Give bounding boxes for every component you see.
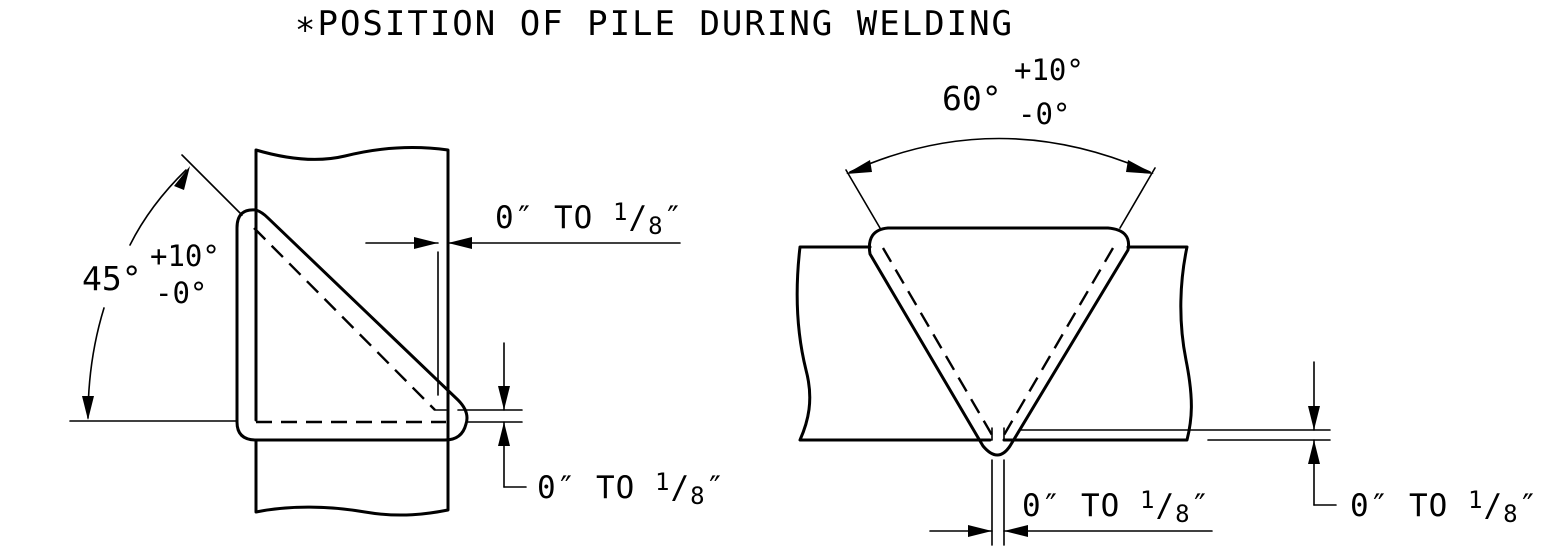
left-angle-arc-upper [129,169,187,246]
right-root-gap-text: 0″ TO [1022,488,1140,524]
right-weld-root-left [881,247,994,436]
right-angle-arrow-left [846,160,872,174]
right-side-gap-inch: ″ [1519,488,1539,524]
right-side-gap-arrow-up [1308,440,1320,464]
left-bottom-gap-text: 0″ TO [537,470,655,506]
left-bottom-gap-label: 0″ TO 1/8″ [537,468,725,510]
left-bottom-gap-arrow-down [498,386,510,410]
left-bottom-gap-den: 8 [690,482,705,510]
right-angle-arc [849,137,1151,173]
left-angle-plus-tol: +10° [150,239,220,273]
left-pile-lower-outline [254,438,450,517]
right-side-gap-slash: / [1483,488,1503,524]
left-pile-upper-outline [254,146,450,442]
left-bottom-gap-slash: / [670,470,690,506]
right-root-gap-num: 1 [1140,486,1155,514]
right-root-gap-inch: ″ [1191,488,1211,524]
right-side-gap-label: 0″ TO 1/8″ [1350,486,1538,528]
left-weld-root-diagonal [253,227,436,411]
right-root-gap-den: 8 [1175,500,1190,528]
right-angle-plus-tol: +10° [1014,53,1084,87]
left-bottom-gap-arrow-up [498,422,510,446]
right-angle-ext-right [1119,167,1156,229]
right-root-gap-arrow-left [1004,525,1028,537]
right-root-gap-arrow-right [968,525,992,537]
left-top-gap-num: 1 [613,198,628,226]
right-angle-arrow-right [1126,160,1154,174]
right-plate-left-outline [795,245,992,442]
left-angle-arrow-down [82,396,94,420]
right-root-gap-label: 0″ TO 1/8″ [1022,486,1210,528]
left-top-gap-label: 0″ TO 1/8″ [495,198,683,240]
left-top-gap-inch: ″ [664,200,684,236]
right-angle-ext-left [845,169,881,229]
right-angle-base: 60° [942,79,1002,118]
left-angle-extension-line [181,154,243,216]
left-weld-bead [235,208,469,442]
left-angle-arrow-up [174,166,190,190]
right-weld-root-right [1002,247,1115,436]
left-top-gap-den: 8 [648,212,663,240]
left-bottom-gap-inch: ″ [706,470,726,506]
left-top-gap-arrow-right [414,237,438,249]
right-side-gap-num: 1 [1468,486,1483,514]
right-weld-bead [867,226,1131,457]
right-side-gap-text: 0″ TO [1350,488,1468,524]
right-weld-detail: 60° +10° -0° 0″ TO 1/8″ 0″ TO 1/8″ [795,53,1538,546]
left-angle-minus-tol: -0° [155,276,207,310]
drawing-title: ∗POSITION OF PILE DURING WELDING [295,4,1014,44]
left-top-gap-text: 0″ TO [495,200,613,236]
right-root-gap-slash: / [1155,488,1175,524]
left-top-gap-slash: / [628,200,648,236]
right-plate-right-outline [1002,245,1193,442]
right-angle-minus-tol: -0° [1018,97,1070,131]
left-bottom-gap-num: 1 [655,468,670,496]
right-side-gap-den: 8 [1503,500,1518,528]
left-angle-base: 45° [82,259,142,298]
left-top-gap-arrow-left [448,237,472,249]
right-side-gap-arrow-down [1308,406,1320,430]
left-weld-detail: 45° +10° -0° 0″ TO 1/8″ 0″ TO 1/8″ [69,146,725,517]
